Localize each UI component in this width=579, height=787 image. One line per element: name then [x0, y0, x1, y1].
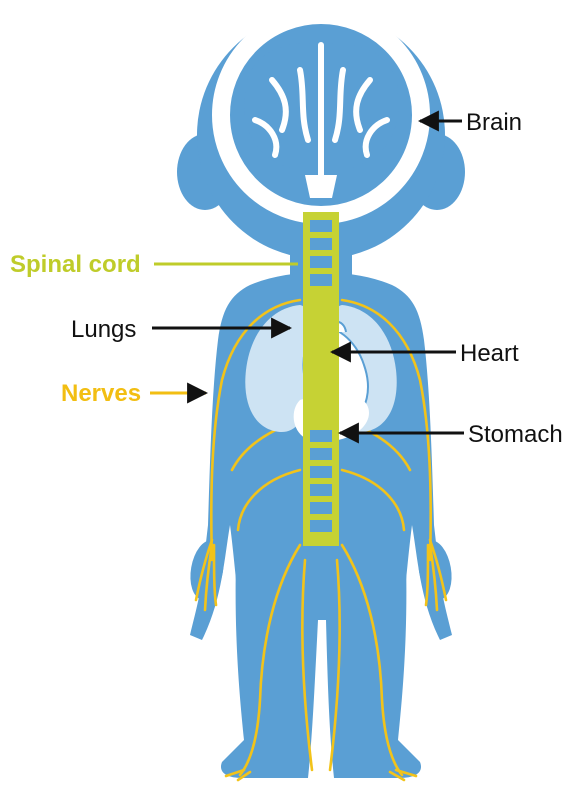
- label-heart: Heart: [460, 340, 519, 367]
- label-lungs: Lungs: [71, 316, 136, 343]
- legs: [221, 560, 421, 778]
- brain-organ: [221, 15, 421, 215]
- label-nerves: Nerves: [61, 380, 141, 407]
- spinal-cord: [303, 212, 339, 546]
- label-spinal-cord: Spinal cord: [10, 251, 141, 278]
- label-spinal-cord-group: Spinal cord: [10, 251, 298, 278]
- label-nerves-group: Nerves: [61, 380, 206, 407]
- label-stomach: Stomach: [468, 421, 563, 448]
- label-brain: Brain: [466, 109, 522, 136]
